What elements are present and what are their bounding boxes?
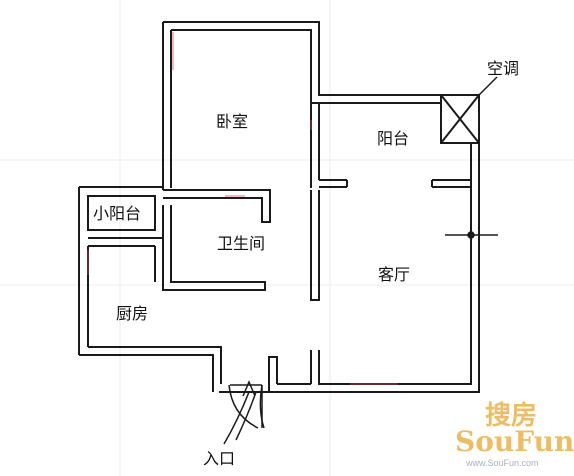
label-small-balcony: 小阳台 xyxy=(93,204,141,223)
living-bottom-stub xyxy=(310,350,341,385)
kitchen-bottom-outer xyxy=(79,354,214,392)
bath-wall-inner-a xyxy=(163,189,271,223)
balcony-divider-left xyxy=(319,179,348,188)
label-living-room: 客厅 xyxy=(378,265,410,284)
label-bedroom: 卧室 xyxy=(216,112,248,131)
walls xyxy=(78,21,480,393)
label-balcony: 阳台 xyxy=(377,129,409,148)
entry-right-wall xyxy=(268,356,278,392)
air-conditioner-unit xyxy=(440,94,480,144)
aircon-leader-line xyxy=(478,76,498,96)
kitchen-right-wall xyxy=(154,238,164,290)
watermark-url: www.SouFun.com xyxy=(465,458,539,468)
bath-living-wall xyxy=(310,190,320,301)
bedroom-living-wall xyxy=(310,103,320,188)
soufun-watermark: 搜房 SouFun www.SouFun.com xyxy=(455,401,574,468)
red-accent-lines xyxy=(87,32,398,385)
kitchen-bottom-inner xyxy=(88,346,222,384)
crosshair-marker xyxy=(445,210,498,262)
balcony-divider-right xyxy=(431,179,471,188)
entrance-arrow-icon xyxy=(223,380,257,445)
label-bathroom: 卫生间 xyxy=(217,234,265,253)
watermark-cn: 搜房 xyxy=(485,401,537,431)
bedroom-inner-wall xyxy=(171,29,441,104)
label-aircon: 空调 xyxy=(487,59,519,78)
label-kitchen: 厨房 xyxy=(116,304,148,323)
living-right-wall-outer xyxy=(219,143,480,393)
kitchen-top-wall xyxy=(88,237,163,247)
small-balcony-inner xyxy=(87,195,156,231)
entrance-door xyxy=(228,384,265,429)
label-entrance: 入口 xyxy=(203,449,235,468)
bedroom-outer-wall xyxy=(163,21,441,96)
watermark-brand: SouFun xyxy=(455,425,574,458)
